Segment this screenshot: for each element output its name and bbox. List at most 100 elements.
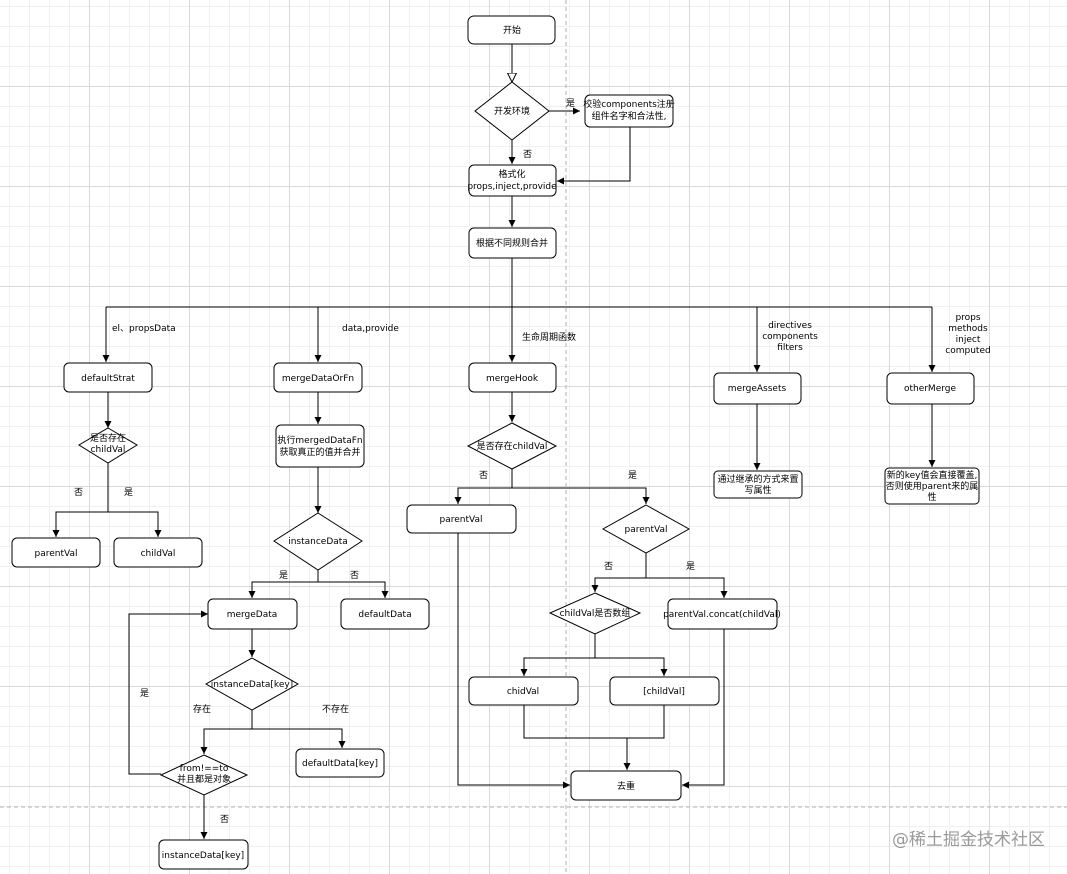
label-el-props: el、propsData — [112, 324, 176, 334]
label-assets-1: components — [762, 332, 818, 342]
label-pv-no: 否 — [604, 561, 613, 572]
label-instance-no: 否 — [350, 570, 359, 581]
other-merge-desc-node: 新的key值会直接覆盖, 否则使用parent来的属 性 — [884, 467, 980, 505]
svg-text:childVal: childVal — [91, 445, 126, 455]
edge-loop-back — [128, 610, 208, 775]
svg-text:开发环境: 开发环境 — [494, 105, 530, 117]
child-val-left-node: childVal — [113, 537, 203, 568]
svg-text:是否存在: 是否存在 — [90, 432, 126, 444]
instance-data-decision: instanceData — [273, 512, 363, 571]
svg-text:instanceData: instanceData — [288, 537, 348, 547]
edges — [52, 44, 936, 839]
svg-text:defaultStrat: defaultStrat — [81, 374, 135, 384]
merge-hook-node: mergeHook — [468, 362, 557, 393]
svg-text:mergeAssets: mergeAssets — [728, 384, 787, 394]
label-pv-yes: 是 — [686, 561, 695, 572]
other-merge-node: otherMerge — [886, 372, 975, 405]
svg-text:是否存在childVal: 是否存在childVal — [477, 440, 548, 452]
label-dev-yes: 是 — [566, 98, 575, 109]
child-is-array-decision: childVal是否数组 — [548, 592, 642, 635]
default-data-node: defaultData — [340, 598, 430, 630]
instance-data-key-decision: instanceData[key] — [204, 657, 300, 711]
svg-text:parentVal: parentVal — [35, 549, 78, 559]
merge-data-or-fn-node: mergeDataOrFn — [273, 362, 363, 393]
edge-concat-dedupe — [682, 629, 725, 789]
svg-text:props,inject,provide: props,inject,provide — [467, 182, 557, 192]
label-loop-yes: 是 — [140, 688, 149, 699]
parent-val-decision: parentVal — [601, 504, 691, 554]
edge-labels: 是 否 el、propsData data,provide 生命周期函数 dir… — [74, 98, 991, 825]
svg-text:通过继承的方式来置: 通过继承的方式来置 — [717, 473, 798, 485]
child-val-exists-decision: 是否存在childVal — [466, 422, 558, 470]
child-exists-decision: 是否存在 childVal — [78, 427, 138, 464]
label-key-notexists: 不存在 — [322, 703, 349, 715]
svg-text:childVal: childVal — [141, 549, 176, 559]
svg-text:defaultData: defaultData — [358, 610, 411, 620]
svg-text:instanceData[key]: instanceData[key] — [162, 851, 244, 861]
svg-text:开始: 开始 — [503, 24, 521, 36]
svg-text:获取真正的值并合并: 获取真正的值并合并 — [279, 446, 360, 458]
label-key-exists: 存在 — [193, 703, 211, 715]
svg-text:去重: 去重 — [617, 780, 635, 792]
check-components-node: 校验components注册 组件名字和合法性, — [583, 94, 675, 128]
label-assets-0: directives — [768, 321, 812, 331]
edge-merge-bus — [106, 258, 932, 308]
svg-text:childVal是否数组: childVal是否数组 — [560, 607, 631, 619]
edge-isarray-split — [523, 634, 665, 676]
dev-env-decision: 开发环境 — [474, 81, 550, 141]
label-lifecycle: 生命周期函数 — [522, 331, 576, 343]
merge-assets-node: mergeAssets — [713, 372, 802, 405]
normalize-node: 格式化 props,inject,provide — [467, 164, 557, 197]
exec-merged-fn-node: 执行mergedDataFn 获取真正的值并合并 — [275, 424, 365, 468]
svg-text:[childVal]: [childVal] — [643, 687, 685, 697]
parent-val-mid-node: parentVal — [406, 504, 517, 534]
start-node: 开始 — [467, 15, 556, 45]
edge-pvdiamond-split — [594, 553, 725, 598]
svg-text:parentVal: parentVal — [440, 515, 483, 525]
edge-check-normalize — [557, 127, 631, 185]
svg-text:defaultData[key]: defaultData[key] — [302, 759, 378, 769]
label-childexists-yes: 是 — [628, 470, 637, 481]
edge-chid-join — [523, 705, 665, 770]
concat-node: parentVal.concat(childVal) — [663, 598, 781, 630]
parent-val-left-node: parentVal — [11, 537, 101, 568]
label-fromto-no: 否 — [220, 814, 229, 825]
label-others-3: computed — [945, 346, 990, 356]
instance-data-key-out-node: instanceData[key] — [158, 839, 249, 870]
default-data-key-node: defaultData[key] — [295, 748, 385, 778]
label-others-2: inject — [956, 335, 981, 345]
inherit-assets-node: 通过继承的方式来置 写属性 — [713, 470, 803, 499]
svg-text:parentVal.concat(childVal): parentVal.concat(childVal) — [663, 610, 781, 620]
label-assets-2: filters — [777, 343, 803, 353]
default-strat-node: defaultStrat — [63, 362, 153, 393]
svg-text:mergeData: mergeData — [227, 610, 278, 620]
svg-text:mergeHook: mergeHook — [486, 374, 539, 384]
label-instance-yes: 是 — [279, 570, 288, 581]
watermark: @稀土掘金技术社区 — [892, 830, 1045, 850]
dedupe-node: 去重 — [570, 770, 682, 801]
label-exists-no: 否 — [74, 487, 83, 498]
svg-text:parentVal: parentVal — [625, 525, 668, 535]
label-others-0: props — [955, 313, 980, 323]
svg-text:根据不同规则合并: 根据不同规则合并 — [476, 237, 548, 249]
svg-text:校验components注册: 校验components注册 — [583, 98, 675, 110]
svg-text:新的key值会直接覆盖,: 新的key值会直接覆盖, — [887, 469, 978, 481]
child-val-wrapped-node: [childVal] — [609, 676, 720, 706]
svg-text:mergeDataOrFn: mergeDataOrFn — [282, 374, 354, 384]
label-exists-yes: 是 — [124, 487, 133, 498]
edge-parentval-dedupe — [457, 533, 570, 789]
from-to-decision: from!==to 并且都是对象 — [159, 754, 249, 796]
svg-text:格式化: 格式化 — [498, 168, 525, 180]
svg-text:from!==to: from!==to — [180, 764, 229, 774]
label-dev-no: 否 — [523, 149, 532, 160]
svg-text:组件名字和合法性,: 组件名字和合法性, — [592, 110, 667, 122]
svg-text:chidVal: chidVal — [507, 687, 539, 697]
edge-exists-split — [55, 463, 159, 537]
edge-instance-split — [251, 570, 386, 598]
svg-text:写属性: 写属性 — [744, 484, 771, 496]
chid-val-node: chidVal — [468, 676, 579, 706]
label-others-1: methods — [948, 324, 988, 334]
merge-by-rule-node: 根据不同规则合并 — [468, 227, 557, 259]
merge-data-node: mergeData — [207, 598, 298, 630]
